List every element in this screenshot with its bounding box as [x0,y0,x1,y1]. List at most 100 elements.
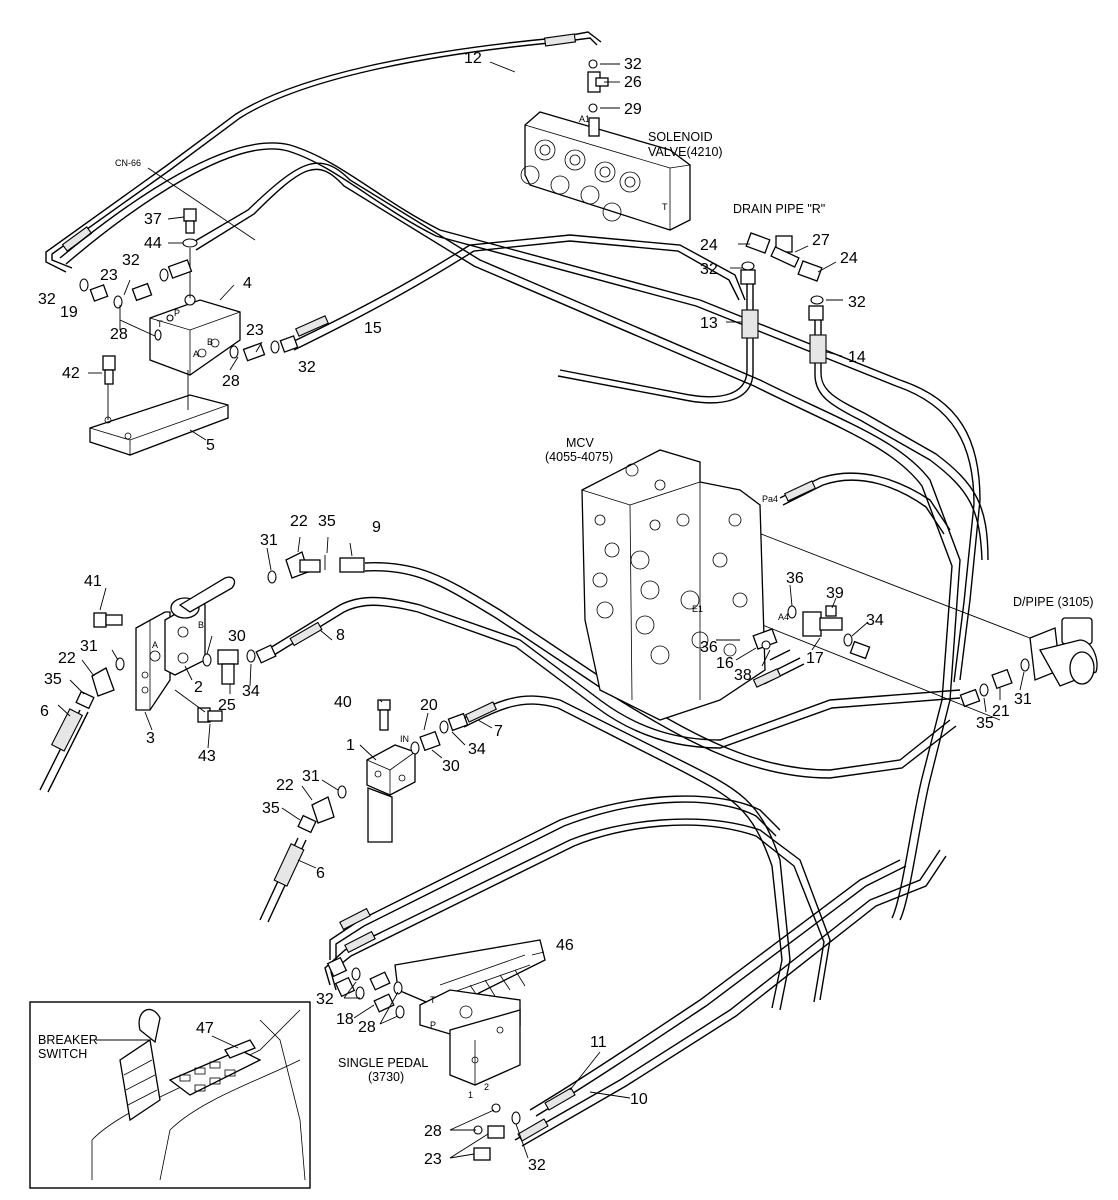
part-4-label: 4 [243,275,252,292]
single-pedal-label-line2: (3730) [368,1070,404,1084]
bolt-41 [93,612,123,628]
connector-cn66-label: CN-66 [115,158,141,168]
bolt-42 [102,355,116,385]
part-22-label: 22 [58,650,76,667]
part-5-label: 5 [206,437,215,454]
part-9-label: 9 [372,519,381,536]
part-39-label: 39 [826,585,844,602]
part-31-label: 31 [1014,691,1032,708]
part-7-label: 7 [494,723,503,740]
part-24-label: 24 [700,237,718,254]
fittings-20-30-34 [410,712,469,755]
fittings-mid-22-35 [267,551,365,584]
port-b-label: B [207,337,213,347]
base-plate-5 [89,370,229,456]
pedal-port-t-label: T [430,995,436,1005]
single-pedal: T P 1 2 [394,939,546,1100]
part-38-label: 38 [734,667,752,684]
part-6-label: 6 [40,703,49,720]
part-32-label: 32 [528,1157,546,1174]
port-t-label: T [157,319,163,329]
part-27-label: 27 [812,232,830,249]
part-3-label: 3 [146,730,155,747]
part-34-label: 34 [866,612,884,629]
solenoid-valve-label-line2: VALVE(4210) [648,145,723,159]
part-28-label: 28 [424,1123,442,1140]
breaker-switch-label-line1: BREAKER [38,1033,98,1047]
part-23-label: 23 [100,267,118,284]
pipe-12 [45,31,602,273]
port-a1-label: A1 [579,114,590,124]
pipe-15 [289,234,746,351]
part-46-label: 46 [556,937,574,954]
part-18-label: 18 [336,1011,354,1028]
part-35-label: 35 [44,671,62,688]
part-32-label: 32 [122,252,140,269]
breaker-switch-label-line2: SWITCH [38,1047,87,1061]
part-11-label: 11 [590,1034,607,1051]
fittings-16-17-38-39 [752,605,871,688]
solenoid-top-fittings [587,59,609,137]
solenoid-valve-label-line1: SOLENOID [648,130,713,144]
mcv-label-line2: (4055-4075) [545,450,613,464]
port-t-solenoid-label: T [662,202,668,212]
part-10-label: 10 [630,1091,648,1108]
valve-block-4: T P A B [149,294,241,376]
fittings-left-22-35 [75,657,125,710]
pedal-port-2-label: 2 [484,1082,489,1092]
pipe-pedal-loop [324,795,831,1003]
part-30-label: 30 [228,628,246,645]
part-1-label: 1 [346,737,355,754]
part-14-label: 14 [848,349,866,366]
pipe-6-left [39,708,89,793]
part-21-label: 21 [992,703,1010,720]
part-12-label: 12 [464,50,482,67]
pipe-13 [557,280,759,404]
part-26-label: 26 [624,74,642,91]
d-pipe-label: D/PIPE (3105) [1013,595,1094,609]
part-34-label: 34 [468,741,486,758]
block4-fittings [79,259,299,362]
part-24-label: 24 [840,250,858,267]
fittings-25-30-34 [202,644,277,685]
part-34-label: 34 [242,683,260,700]
port-a4-label: A4 [778,612,789,622]
part-43-label: 43 [198,748,216,765]
valve-2-handle: B [164,576,236,676]
part-36-label: 36 [786,570,804,587]
mcv-label-line1: MCV [566,436,594,450]
port-in-label: IN [400,734,409,744]
part-31-label: 31 [260,532,278,549]
part-28-label: 28 [358,1019,376,1036]
mcv-block: Pa4 A4 E1 [581,449,789,721]
part-32-label: 32 [38,291,56,308]
part-23-label: 23 [424,1151,442,1168]
part-35-label: 35 [318,513,336,530]
part-19-label: 19 [60,304,78,321]
part-28-label: 28 [222,373,240,390]
part-42-label: 42 [62,365,80,382]
part-35-label: 35 [262,800,280,817]
d-pipe-3105 [959,617,1098,708]
port-a-label: A [193,349,199,359]
part-37-label: 37 [144,211,162,228]
pa4-hose [779,472,951,535]
part-28-label: 28 [110,326,128,343]
part-32-label: 32 [848,294,866,311]
part-41-label: 41 [84,573,102,590]
bracket-port-a-label: A [152,640,158,650]
part-8-label: 8 [336,627,345,644]
part-numbers: 12 32 26 29 37 44 32 4 23 32 19 28 23 15… [38,50,1032,1174]
pipe-long-loop [59,142,981,921]
pipe-14 [809,318,989,561]
pipe-11 [529,859,907,1117]
part-13-label: 13 [700,315,718,332]
part-40-label: 40 [334,694,352,711]
part-29-label: 29 [624,101,642,118]
part-2-label: 2 [194,679,203,696]
solenoid-valve: A1 T [520,111,691,231]
pipe-6-mid [259,837,307,923]
part-47-label: 47 [196,1020,214,1037]
part-17-label: 17 [806,650,824,667]
bracket-port-b-label: B [198,620,204,630]
